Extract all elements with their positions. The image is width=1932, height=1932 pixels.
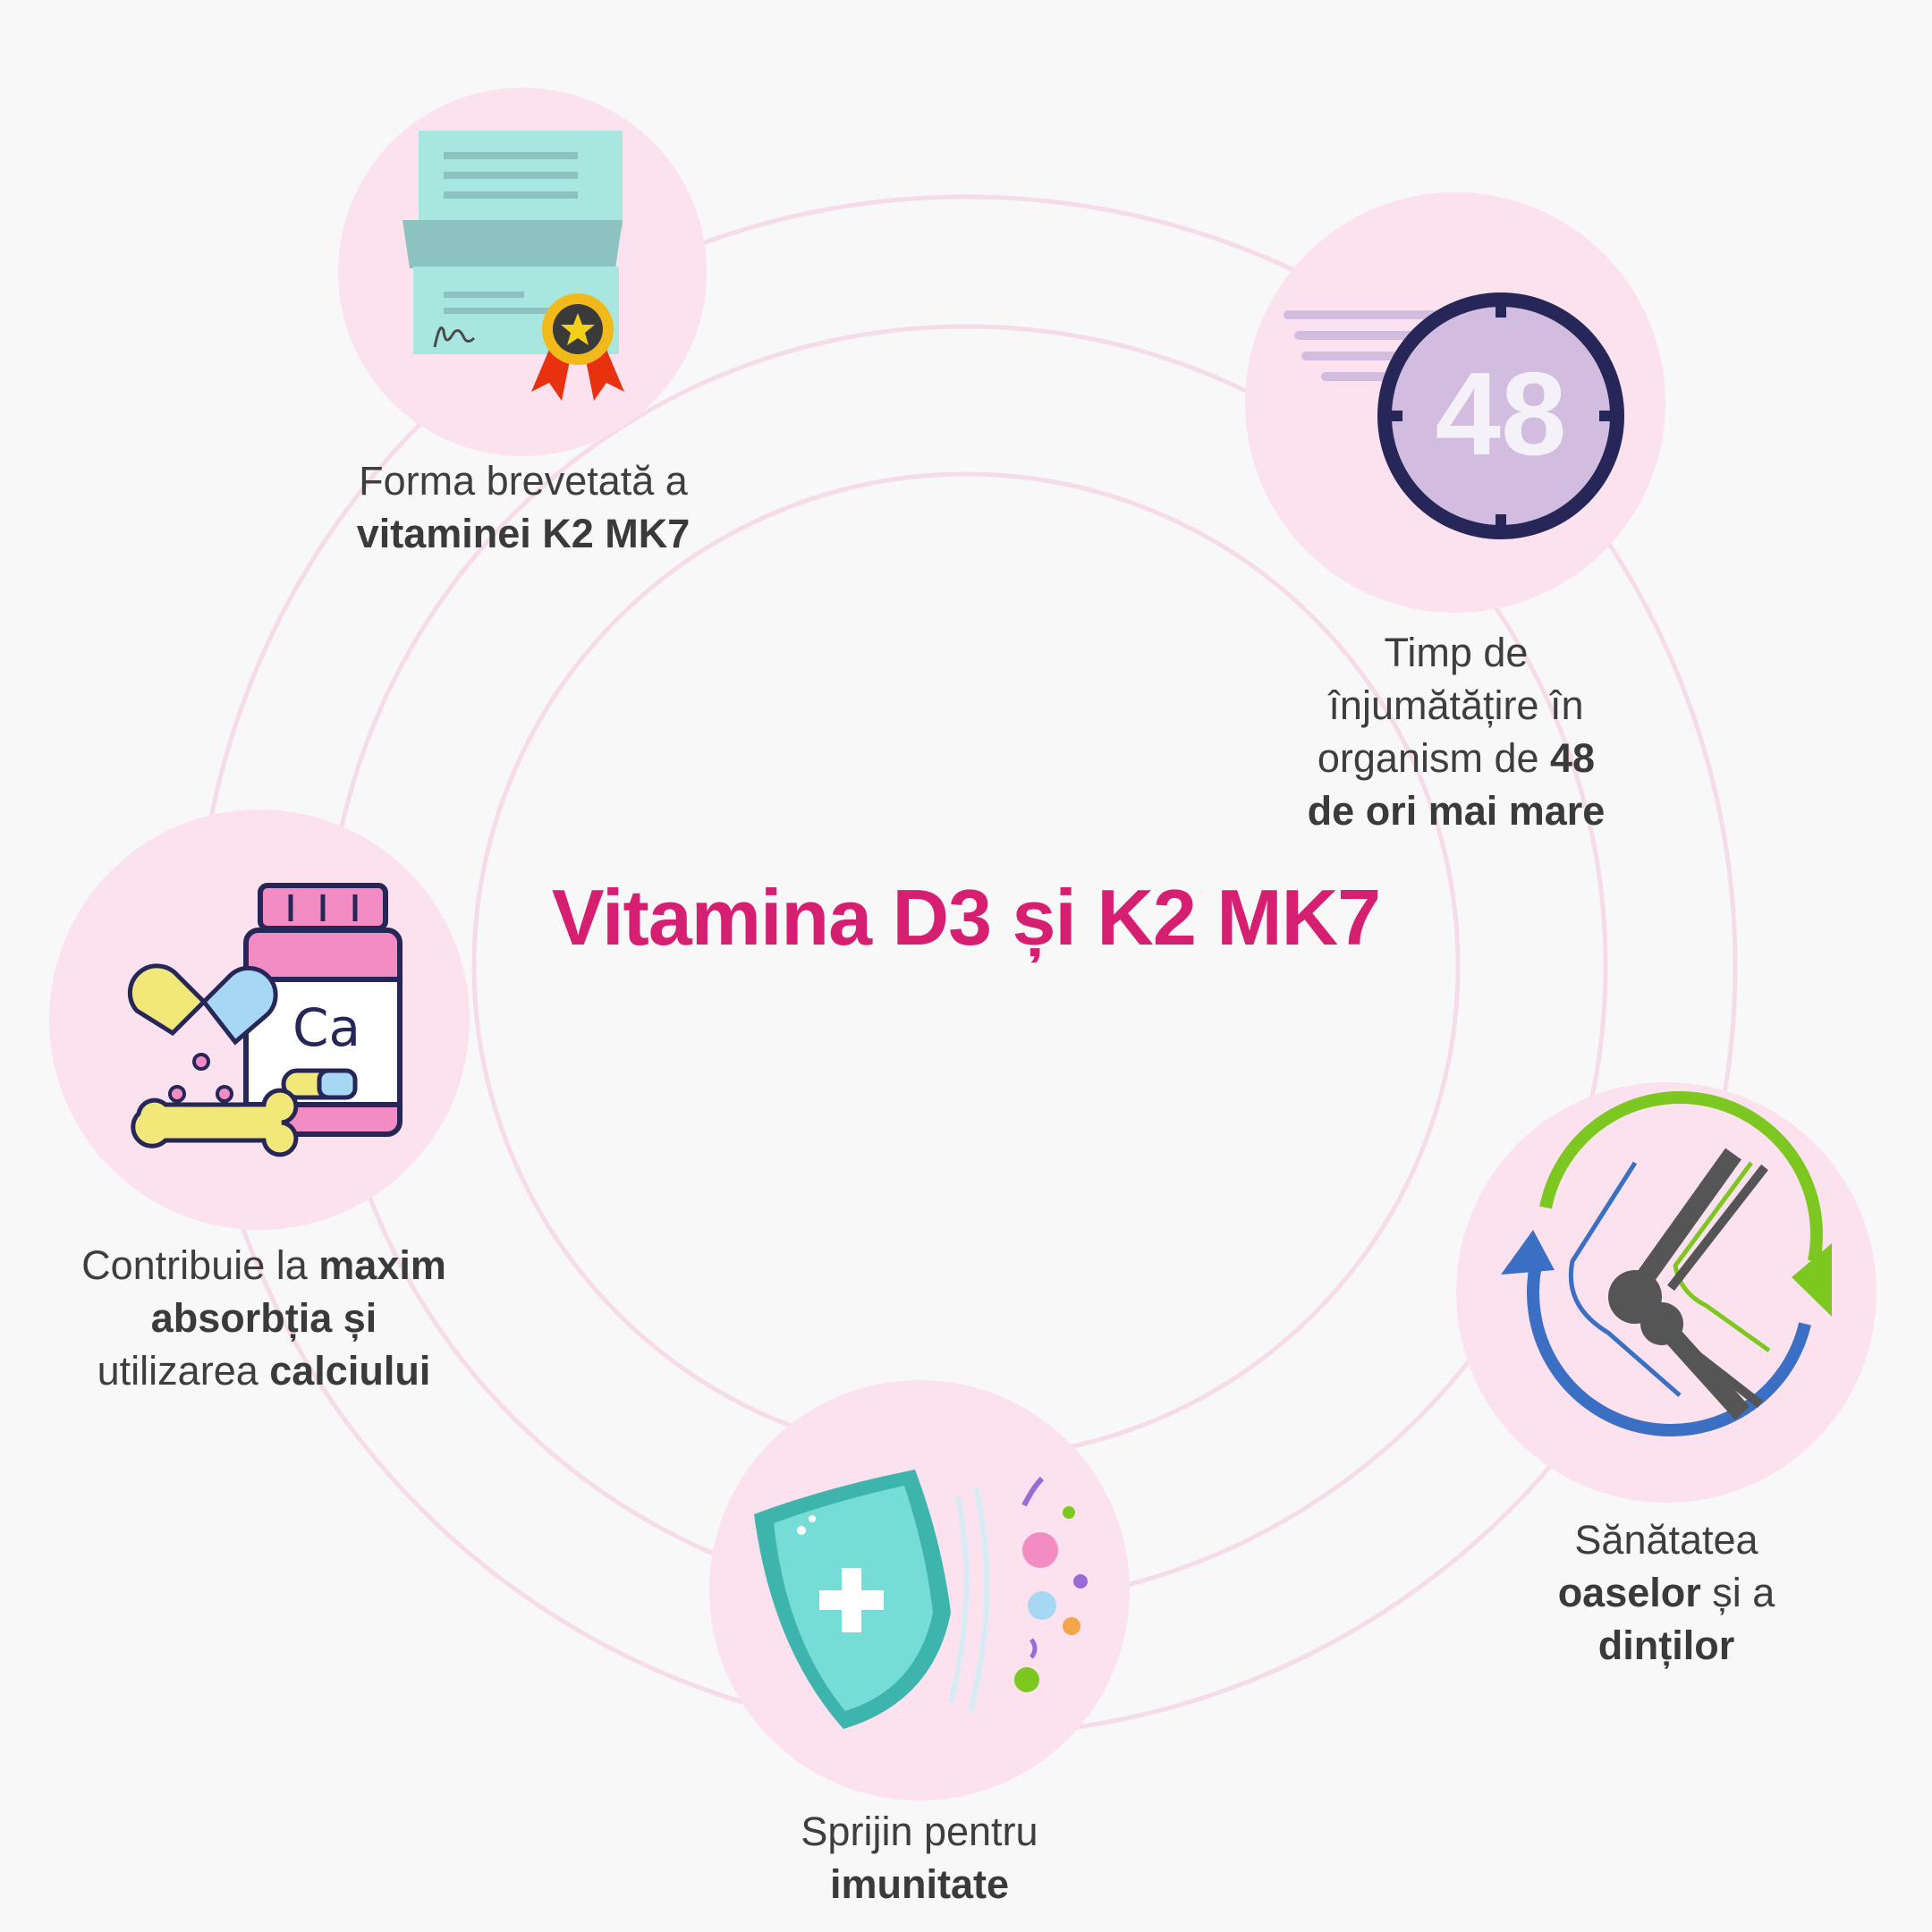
- half-life-line-3-bold: 48: [1550, 735, 1596, 781]
- calcium-bubble: Ca: [49, 809, 470, 1230]
- patent-line-1: Forma brevetată a: [359, 458, 688, 504]
- patent-caption: Forma brevetată a vitaminei K2 MK7: [255, 454, 792, 560]
- half-life-line-3: organism de: [1317, 735, 1551, 781]
- page-title: Vitamina D3 și K2 MK7: [551, 873, 1381, 962]
- calcium-line-1: Contribuie la: [81, 1242, 319, 1288]
- bones-line-3: dinților: [1597, 1623, 1735, 1668]
- patent-line-2: vitaminei K2 MK7: [356, 511, 691, 556]
- shield-icon: [754, 1470, 1088, 1729]
- calcium-line-3-bold: calciului: [269, 1348, 431, 1394]
- bones-line-2: și a: [1700, 1570, 1775, 1615]
- bones-line-2-bold: oaselor: [1557, 1570, 1701, 1615]
- calcium-line-2: absorbția și: [150, 1295, 377, 1341]
- bottle-label: Ca: [292, 997, 361, 1058]
- half-life-line-1: Timp de: [1384, 630, 1529, 675]
- calcium-bottle-icon: [127, 883, 402, 1157]
- immunity-line-1: Sprijin pentru: [801, 1809, 1038, 1854]
- certificate-icon: [402, 131, 624, 401]
- stopwatch-48-icon: [1284, 292, 1624, 539]
- badge-number: 48: [1435, 348, 1567, 479]
- patent-bubble: [338, 88, 707, 456]
- bones-bubble: [1456, 1082, 1877, 1503]
- half-life-line-2: înjumătățire în: [1328, 682, 1584, 728]
- knee-joint-icon: [1501, 1091, 1832, 1437]
- calcium-line-3: utilizarea: [97, 1348, 270, 1394]
- immunity-line-2: imunitate: [829, 1861, 1010, 1907]
- half-life-line-4: de ori mai mare: [1307, 788, 1606, 834]
- bones-caption: Sănătatea oaselor și a dinților: [1443, 1513, 1890, 1672]
- immunity-bubble: [709, 1380, 1130, 1801]
- bones-line-1: Sănătatea: [1574, 1517, 1758, 1563]
- half-life-caption: Timp de înjumătățire în organism de 48 d…: [1233, 626, 1680, 837]
- calcium-caption: Contribuie la maxim absorbția și utiliza…: [18, 1239, 510, 1397]
- calcium-line-1-bold: maxim: [318, 1242, 446, 1288]
- immunity-caption: Sprijin pentru imunitate: [696, 1805, 1143, 1911]
- half-life-bubble: 48: [1245, 192, 1665, 613]
